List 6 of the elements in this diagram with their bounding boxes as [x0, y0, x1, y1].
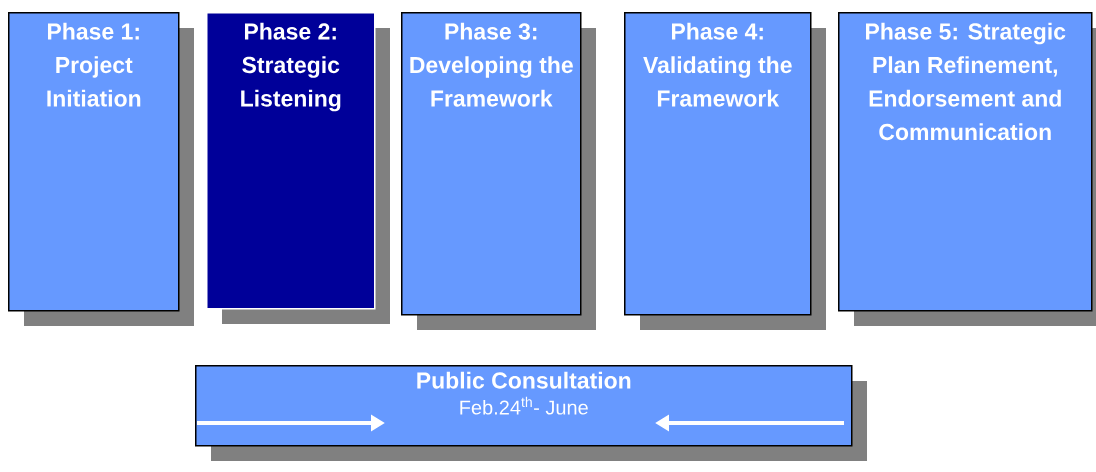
phase-box: Phase 5: Strategic Plan Refinement, Endorsement and Communication	[838, 12, 1093, 312]
phase-box: Phase 4: Validating the Framework	[624, 12, 812, 316]
phase-box: Phase 1: Project Initiation	[8, 12, 180, 312]
phase-box: Phase 2: Strategic Listening	[206, 12, 376, 310]
phase-box: Phase 3: Developing the Framework	[401, 12, 582, 316]
consultation-box: Public Consultation Feb.24$^{th}$- June	[195, 365, 853, 447]
